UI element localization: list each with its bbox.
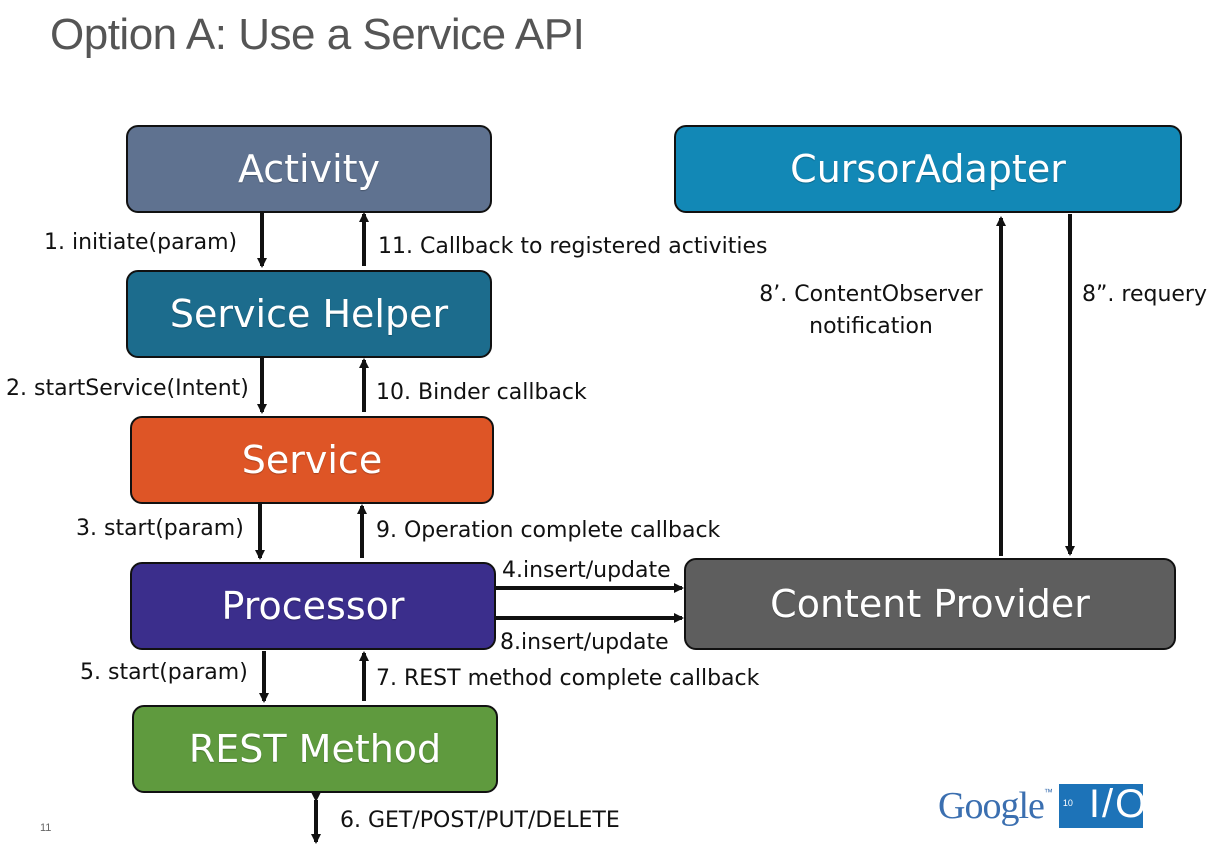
trademark-mark: ™ <box>1043 787 1053 797</box>
step-8-prime-line1: 8’. ContentObserver <box>759 282 983 307</box>
io-badge: 10 I/O <box>1058 782 1146 828</box>
activity-label: Activity <box>237 147 381 191</box>
rest-method-label: REST Method <box>188 727 442 771</box>
step-6-label: 6. GET/POST/PUT/DELETE <box>340 808 620 833</box>
google-io-logo: Google ™ 10 I/O <box>938 782 1146 828</box>
service-helper-label: Service Helper <box>169 292 449 336</box>
step-8-prime-line2: notification <box>809 314 933 339</box>
cursor-adapter-box: CursorAdapter <box>674 125 1182 213</box>
content-provider-label: Content Provider <box>770 582 1090 626</box>
step-11-label: 11. Callback to registered activities <box>378 234 768 259</box>
step-8-prime-label: 8’. ContentObserver notification <box>744 282 998 340</box>
service-helper-box: Service Helper <box>126 270 492 358</box>
step-1-label: 1. initiate(param) <box>44 230 238 255</box>
content-provider-box: Content Provider <box>684 558 1176 650</box>
google-wordmark: Google <box>938 785 1045 827</box>
io-label: I/O <box>1088 782 1149 826</box>
processor-label: Processor <box>221 584 405 628</box>
step-3-label: 3. start(param) <box>76 516 244 541</box>
activity-box: Activity <box>126 125 492 213</box>
service-box: Service <box>130 416 494 504</box>
rest-method-box: REST Method <box>132 705 498 793</box>
step-8-double-prime-label: 8”. requery <box>1082 282 1207 307</box>
service-label: Service <box>241 438 383 482</box>
slide-number: 11 <box>40 822 52 834</box>
step-9-label: 9. Operation complete callback <box>376 518 721 543</box>
step-7-label: 7. REST method complete callback <box>376 666 760 691</box>
processor-box: Processor <box>130 562 496 650</box>
step-2-label: 2. startService(Intent) <box>6 376 249 401</box>
cursor-adapter-label: CursorAdapter <box>790 147 1066 191</box>
io-year-label: 10 <box>1062 798 1073 808</box>
step-4-label: 4.insert/update <box>502 558 671 583</box>
step-8-label: 8.insert/update <box>500 630 669 655</box>
step-10-label: 10. Binder callback <box>376 380 587 405</box>
page-title: Option A: Use a Service API <box>50 10 585 59</box>
step-5-label: 5. start(param) <box>80 660 248 685</box>
